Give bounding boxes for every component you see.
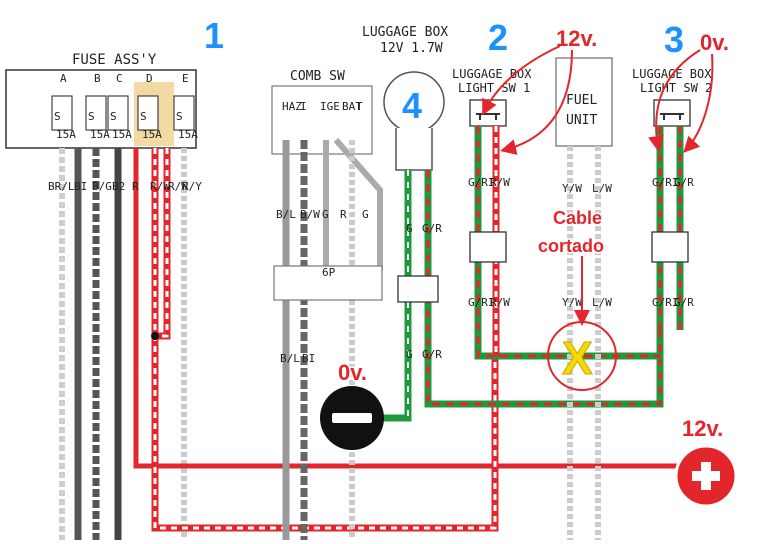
luggage-lamp: LUGGAGE BOX 12V 1.7W 4 xyxy=(362,25,448,171)
lamp-wire-label: G xyxy=(406,222,413,235)
fuse-wire-label: R/W xyxy=(150,180,170,193)
junction-dot xyxy=(151,332,159,340)
fuse-wire-label: R/W xyxy=(168,180,188,193)
sw2-wire-label: G/R xyxy=(674,296,694,309)
fuse-amp-B: 15A xyxy=(90,128,110,141)
lamp-spec: 12V 1.7W xyxy=(380,41,443,56)
fuse-box-title: FUSE ASS'Y xyxy=(72,52,157,68)
fuse-symbol-E: S xyxy=(176,110,183,123)
fuse-amp-A: 15A xyxy=(56,128,76,141)
label-4: 4 xyxy=(402,85,422,126)
fuse-E xyxy=(173,95,195,131)
power-wire xyxy=(133,148,700,469)
sw2-subtitle: LIGHT SW 2 xyxy=(640,81,712,95)
comb-pin-3: BAT xyxy=(342,100,362,113)
fuse-wire-label: B2 xyxy=(112,180,125,193)
lamp-wire-label: G/R xyxy=(422,222,442,235)
fuel-wire-label: Y/W xyxy=(562,182,582,195)
comb-sw-title: COMB SW xyxy=(290,69,345,84)
fuse-symbol-D: S xyxy=(140,110,147,123)
sw1-wire-label: G/RI xyxy=(468,296,495,309)
comb-pin-0: HAZ xyxy=(282,100,302,113)
fuse-C xyxy=(107,95,129,131)
fuse-letter-D: D xyxy=(146,72,153,85)
annotation-12v-sw1: 12v. xyxy=(556,26,597,51)
fuel-wire-label: L/W xyxy=(592,296,612,309)
fuel-wire-label: L/W xyxy=(592,182,612,195)
sw1-subtitle: LIGHT SW 1 xyxy=(458,81,530,95)
sw1-wire-label: G/RI xyxy=(468,176,495,189)
label-3: 3 xyxy=(664,19,684,60)
fuse-B xyxy=(85,95,107,131)
comb-bottom-label: B/L xyxy=(280,352,300,365)
annotation-12v-battery: 12v. xyxy=(682,416,723,441)
ground-terminal xyxy=(320,386,384,450)
fuel-wire-label: Y/W xyxy=(562,296,582,309)
annotation-cable-1: Cable xyxy=(553,208,602,228)
fuse-D xyxy=(137,95,159,131)
fuse-symbol-B: S xyxy=(88,110,95,123)
fuse-wires xyxy=(59,148,187,540)
fuse-letter-C: C xyxy=(116,72,123,85)
fuse-symbol-A: S xyxy=(54,110,61,123)
fuel-label-2: UNIT xyxy=(566,113,597,128)
comb-wire-label: G xyxy=(362,208,369,221)
fuse-symbol-C: S xyxy=(110,110,117,123)
lamp-title: LUGGAGE BOX xyxy=(362,25,448,40)
cut-cable-x: X xyxy=(562,332,593,384)
fuse-letter-A: A xyxy=(60,72,67,85)
fuel-label-1: FUEL xyxy=(566,93,597,108)
fuse-wire-label: BI xyxy=(74,180,87,193)
lamp-wire-label: G xyxy=(406,348,413,361)
fuel-unit: FUEL UNIT xyxy=(555,57,613,540)
luggage-switch-1: LUGGAGE BOX LIGHT SW 1 xyxy=(452,67,532,127)
annotation-cable-2: cortado xyxy=(538,236,604,256)
sw1-wire-label: R/W xyxy=(490,176,510,189)
lamp-wire-label: G/R xyxy=(422,348,442,361)
connector-6p: 6P xyxy=(322,266,336,279)
comb-wire-label: G xyxy=(322,208,329,221)
comb-pin-1: I xyxy=(300,100,307,113)
comb-wire-label: B/W xyxy=(300,208,320,221)
fuse-A xyxy=(51,95,73,131)
fuse-wire-label: BR/L xyxy=(48,180,75,193)
comb-bottom-label: BI xyxy=(302,352,315,365)
fuse-amp-C: 15A xyxy=(112,128,132,141)
comb-wire-label: R xyxy=(340,208,347,221)
label-1: 1 xyxy=(204,15,224,56)
comb-wire-label: B/L xyxy=(276,208,296,221)
fuse-amp-D: 15A xyxy=(142,128,162,141)
lamp-ground-wire xyxy=(380,170,412,422)
annotation-0v-ground: 0v. xyxy=(338,360,367,385)
battery-positive xyxy=(674,444,738,508)
sw1-wire-label: R/W xyxy=(490,296,510,309)
fuse-wire-label: B/G xyxy=(92,180,112,193)
fuse-wire-label: R/Y xyxy=(182,180,202,193)
sw2-wire-label: G/RI xyxy=(652,176,679,189)
label-2: 2 xyxy=(488,17,508,58)
fuse-wire-label: R xyxy=(132,180,139,193)
fuse-letter-B: B xyxy=(94,72,101,85)
sw2-wire-label: G/RI xyxy=(652,296,679,309)
comb-pin-4: T xyxy=(356,100,363,113)
annotation-0v-sw2: 0v. xyxy=(700,30,729,55)
sw2-wire-label: G/R xyxy=(674,176,694,189)
lamp-gr-wire xyxy=(424,170,664,408)
comb-pin-2: IGE xyxy=(320,100,340,113)
fuse-amp-E: 15A xyxy=(178,128,198,141)
fuse-letter-E: E xyxy=(182,72,189,85)
